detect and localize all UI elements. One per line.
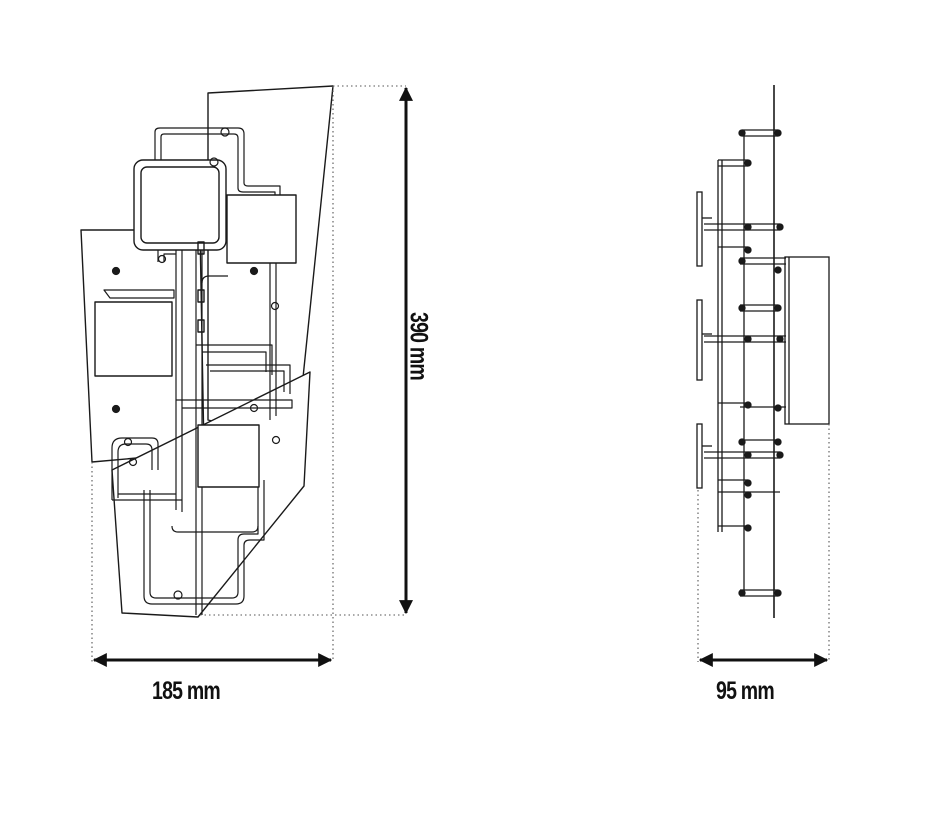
side-rods [704,129,786,597]
front-extension-lines [91,85,406,662]
front-shade-top-left [133,159,227,251]
front-height-label: 390 mm [404,312,433,380]
side-extension-lines [697,424,830,662]
side-wall-mount [784,256,830,425]
front-shade-left [94,301,173,377]
front-screws [111,127,281,600]
front-view [80,85,334,618]
side-shade-lower [696,423,703,489]
side-depth-label: 95 mm [716,677,775,705]
front-width-label: 185 mm [152,677,221,705]
side-view [696,85,830,618]
side-screws [738,129,784,597]
side-shade-top [696,191,703,267]
front-shade-lower [197,424,260,488]
side-shade-middle [696,299,703,381]
front-plate-lower [111,371,311,618]
front-shade-top-right [226,194,297,264]
